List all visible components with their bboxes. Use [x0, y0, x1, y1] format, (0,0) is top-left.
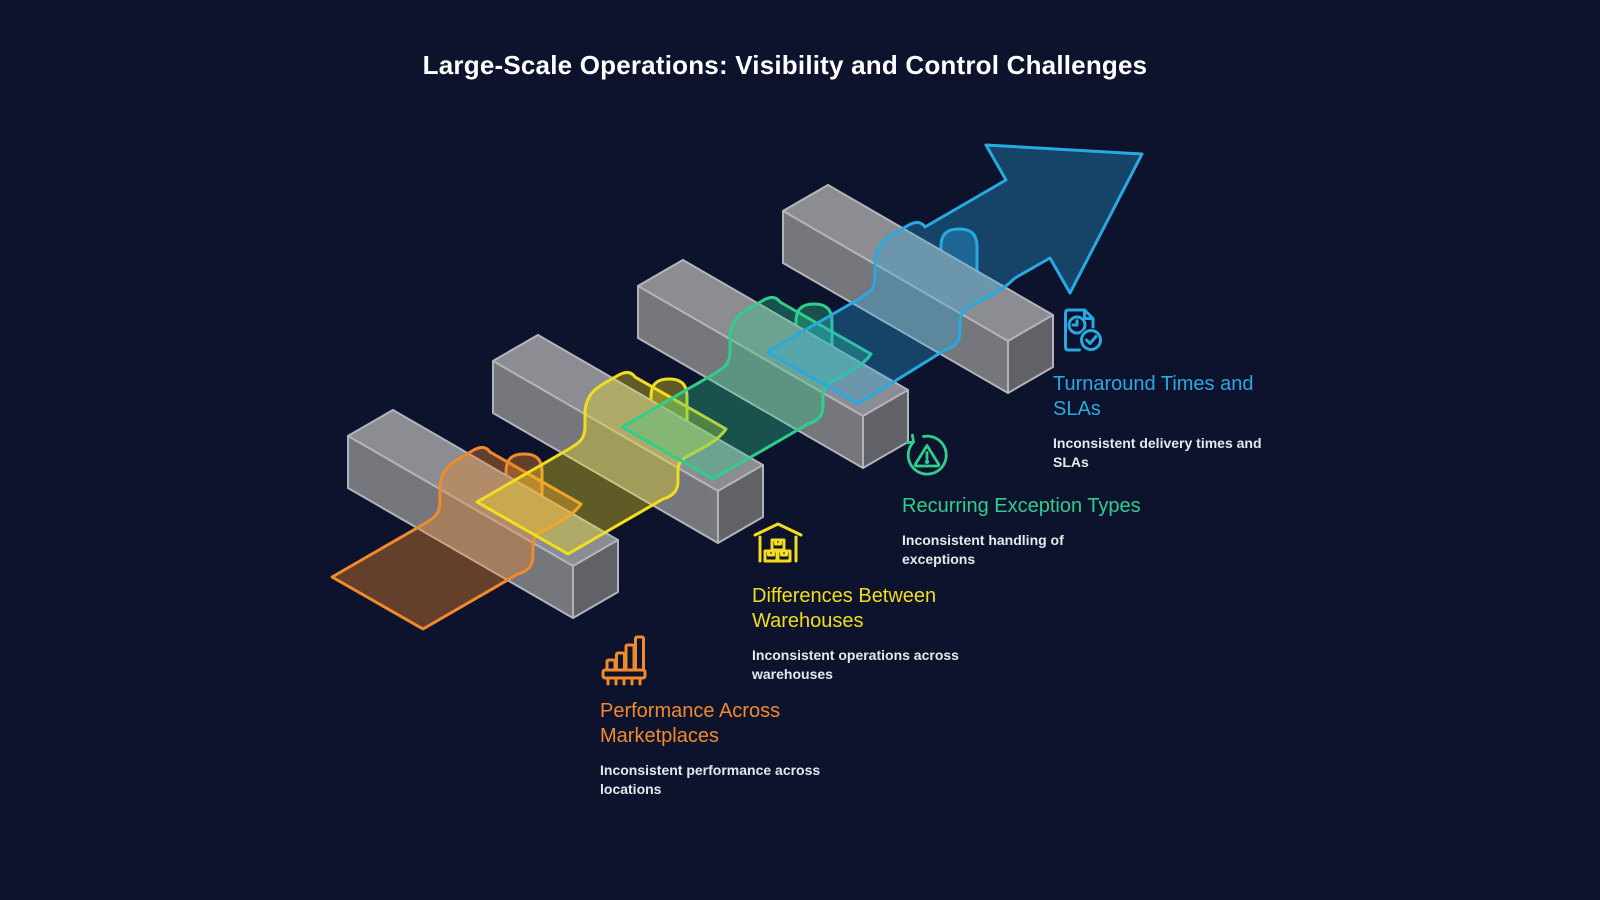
stage-description: Inconsistent delivery times and SLAs — [1053, 435, 1262, 470]
bar-chart-icon — [600, 633, 880, 687]
stage-description: Inconsistent handling of exceptions — [902, 532, 1064, 567]
bar-4 — [782, 184, 1054, 394]
ribbon-green — [620, 295, 873, 481]
stage-turnaround-times-slas: Turnaround Times and SLAs Inconsistent d… — [1053, 306, 1333, 472]
stage-heading: Performance Across Marketplaces — [600, 700, 781, 747]
stage-description: Inconsistent performance across location… — [600, 762, 821, 797]
ribbon-yellow — [475, 370, 728, 556]
recurring-warning-icon — [902, 428, 1182, 482]
document-clock-check-icon — [1053, 306, 1333, 360]
stage-performance-across-marketplaces: Performance Across Marketplaces Inconsis… — [600, 633, 880, 799]
stage-differences-between-warehouses: Differences Between Warehouses Inconsist… — [752, 518, 1032, 684]
stage-heading: Differences Between Warehouses — [752, 585, 937, 632]
isometric-bars — [347, 184, 1054, 619]
page-title: Large-Scale Operations: Visibility and C… — [422, 50, 1148, 80]
stage-heading: Turnaround Times and SLAs — [1053, 373, 1254, 420]
stage-heading: Recurring Exception Types — [902, 495, 1141, 517]
ribbon-blue-arrow — [765, 143, 1144, 406]
stage-description: Inconsistent operations across warehouse… — [752, 647, 959, 682]
ribbon-orange — [330, 445, 583, 631]
stage-recurring-exception-types: Recurring Exception Types Inconsistent h… — [902, 428, 1182, 569]
warehouse-icon — [752, 518, 1032, 572]
